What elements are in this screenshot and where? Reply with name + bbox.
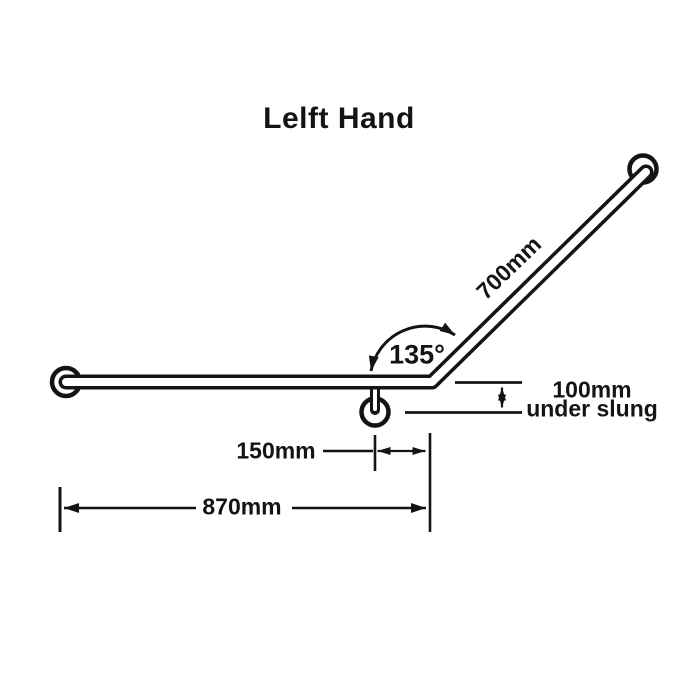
grab-bar-outline (58, 164, 654, 390)
underslung-offset-label: 100mm (552, 376, 632, 403)
underslung-caption-label: under slung (526, 395, 658, 422)
angle-arc (368, 322, 456, 372)
bend-angle-label: 135° (389, 339, 445, 370)
diagram-title: Lelft Hand (263, 102, 415, 135)
grab-bar-fill (62, 168, 650, 386)
support-to-bend-label: 150mm (236, 437, 316, 464)
overall-length-label: 870mm (202, 493, 282, 520)
